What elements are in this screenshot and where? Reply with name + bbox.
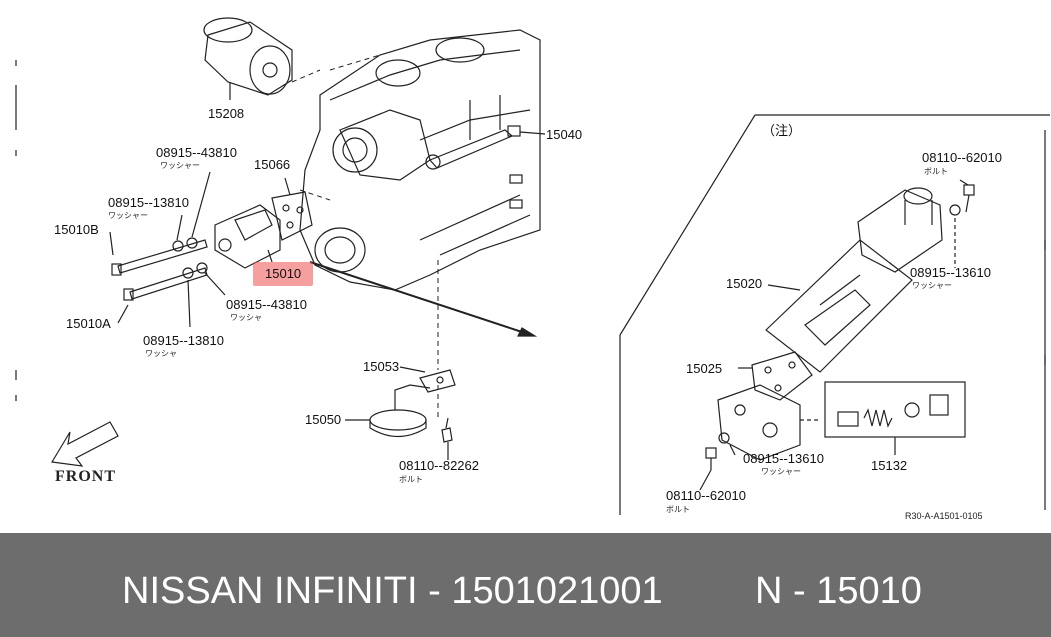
sublabel-bolt: ボルト <box>924 167 948 176</box>
sublabel-washer: ワッシャ <box>230 313 262 322</box>
bolt-08110-82262 <box>441 417 453 460</box>
label-08915-13810-bottom: 08915--13810 <box>143 333 224 348</box>
label-15053: 15053 <box>363 359 400 374</box>
label-08915-43810-top: 08915--43810 <box>156 145 237 160</box>
bolt-15010a <box>117 267 208 324</box>
bolt-08110-62010-top <box>949 179 975 268</box>
sublabel-washer: ワッシャ <box>145 349 177 358</box>
bolt-15010b <box>109 231 208 276</box>
footer-part-number: NISSAN INFINITI - 1501021001 <box>122 570 663 612</box>
cover-15020-drawing <box>765 187 943 373</box>
gasket-15025-drawing <box>738 351 813 401</box>
oil-level-gauge-15040 <box>425 125 546 170</box>
label-15208: 15208 <box>208 106 245 121</box>
label-15010: 15010 <box>265 266 302 281</box>
label-08110-62010-bottom: 08110--62010 <box>666 488 746 503</box>
parts-diagram: 15208 15040 15066 08915--43810 ワッシャー 089… <box>15 17 1050 521</box>
label-15132: 15132 <box>871 458 908 473</box>
highlight-15010 <box>253 262 313 286</box>
sublabel-washer: ワッシャー <box>912 281 952 290</box>
label-15010b: 15010B <box>54 222 99 237</box>
bolt-08110-62010-bottom <box>699 432 736 491</box>
sublabel-bolt: ボルト <box>399 475 423 484</box>
oil-filter-15208 <box>203 17 293 100</box>
sublabel-washer: ワッシャー <box>761 467 801 476</box>
diagram-drawing <box>15 17 1050 515</box>
label-08915-13610-top: 08915--13610 <box>910 265 991 280</box>
sublabel-washer: ワッシャー <box>160 161 200 170</box>
gasket-15066 <box>271 177 313 241</box>
label-08110-82262: 08110--82262 <box>399 458 479 473</box>
footer-part-code: N - 15010 <box>755 570 922 612</box>
label-15066: 15066 <box>254 157 291 172</box>
pump-body-drawing <box>717 384 820 461</box>
sublabel-bolt: ボルト <box>666 505 690 514</box>
washer-icon <box>172 240 184 252</box>
relief-valve-15132 <box>824 381 966 455</box>
label-15050: 15050 <box>305 412 342 427</box>
oil-strainer-15050 <box>345 384 431 438</box>
label-08110-62010-top: 08110--62010 <box>922 150 1002 165</box>
label-08915-13610-bottom: 08915--13610 <box>743 451 824 466</box>
oil-pump-15010 <box>214 204 281 269</box>
engine-block <box>299 29 541 291</box>
sublabel-washer: ワッシャー <box>108 211 148 220</box>
reference-code: R30-A-A1501-0105 <box>905 511 983 521</box>
label-15040: 15040 <box>546 127 583 142</box>
label-08915-43810-bottom: 08915--43810 <box>226 297 307 312</box>
front-label: FRONT <box>55 468 116 485</box>
label-15020: 15020 <box>726 276 763 291</box>
note-label: （注） <box>762 123 802 138</box>
label-08915-13810-top: 08915--13810 <box>108 195 189 210</box>
detail-panel-border <box>619 114 1050 515</box>
front-arrow-icon <box>51 421 119 467</box>
detail-pointer-arrow <box>309 261 538 337</box>
gasket-15053 <box>399 366 456 393</box>
label-15010a: 15010A <box>66 316 111 331</box>
label-15025: 15025 <box>686 361 723 376</box>
footer-bar: NISSAN INFINITI - 1501021001 N - 15010 <box>0 533 1051 637</box>
